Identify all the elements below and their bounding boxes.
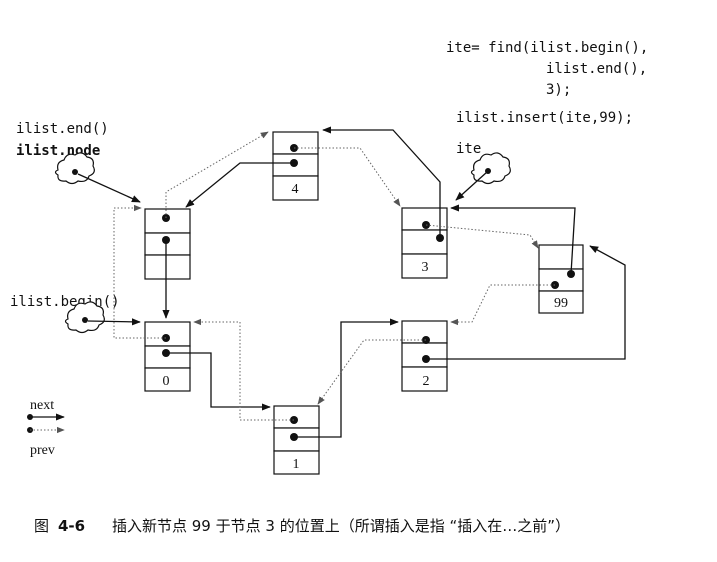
figure-caption: 图 4-6 插入新节点 99 于节点 3 的位置上（所谓插入是指 “插入在…之前… <box>34 517 570 535</box>
begin-pointer-arrow <box>87 318 141 326</box>
legend-prev-label: prev <box>30 443 55 458</box>
code-line-4: ilist.insert(ite,99); <box>456 110 633 126</box>
code-line-3: 3); <box>546 82 571 98</box>
prev-links <box>113 131 555 421</box>
cloud-icon-ite <box>470 152 511 185</box>
list-node-1: 1 <box>273 405 320 475</box>
cloud-icon-end <box>54 152 95 185</box>
ite-pointer-arrow <box>455 171 488 201</box>
caption-prefix: 图 <box>34 517 49 535</box>
list-node-3: 3 <box>401 207 448 279</box>
node-2-value: 2 <box>423 374 430 389</box>
list-node-blank <box>144 208 191 280</box>
list-node-99: 99 <box>538 244 584 314</box>
legend: next prev <box>27 398 65 458</box>
node-0-value: 0 <box>163 374 170 389</box>
list-node-0: 0 <box>144 321 191 392</box>
label-ite: ite <box>456 141 481 157</box>
list-node-4: 4 <box>272 131 319 201</box>
node-99-value: 99 <box>554 296 568 311</box>
end-pointer-arrow <box>77 173 141 203</box>
label-ilist-begin: ilist.begin() <box>10 294 120 310</box>
node-3-value: 3 <box>422 260 429 275</box>
caption-number: 4-6 <box>58 517 85 535</box>
next-links <box>162 126 626 438</box>
code-line-1: ite= find(ilist.begin(), <box>446 40 648 56</box>
label-ilist-end: ilist.end() <box>16 121 109 137</box>
legend-next-label: next <box>30 398 54 413</box>
list-node-2: 2 <box>401 320 448 392</box>
node-1-value: 1 <box>293 457 300 472</box>
cloud-icon-begin <box>64 301 105 334</box>
code-line-2: ilist.end(), <box>546 61 647 77</box>
caption-text: 插入新节点 99 于节点 3 的位置上（所谓插入是指 “插入在…之前”） <box>112 517 570 535</box>
node-4-value: 4 <box>292 182 299 197</box>
